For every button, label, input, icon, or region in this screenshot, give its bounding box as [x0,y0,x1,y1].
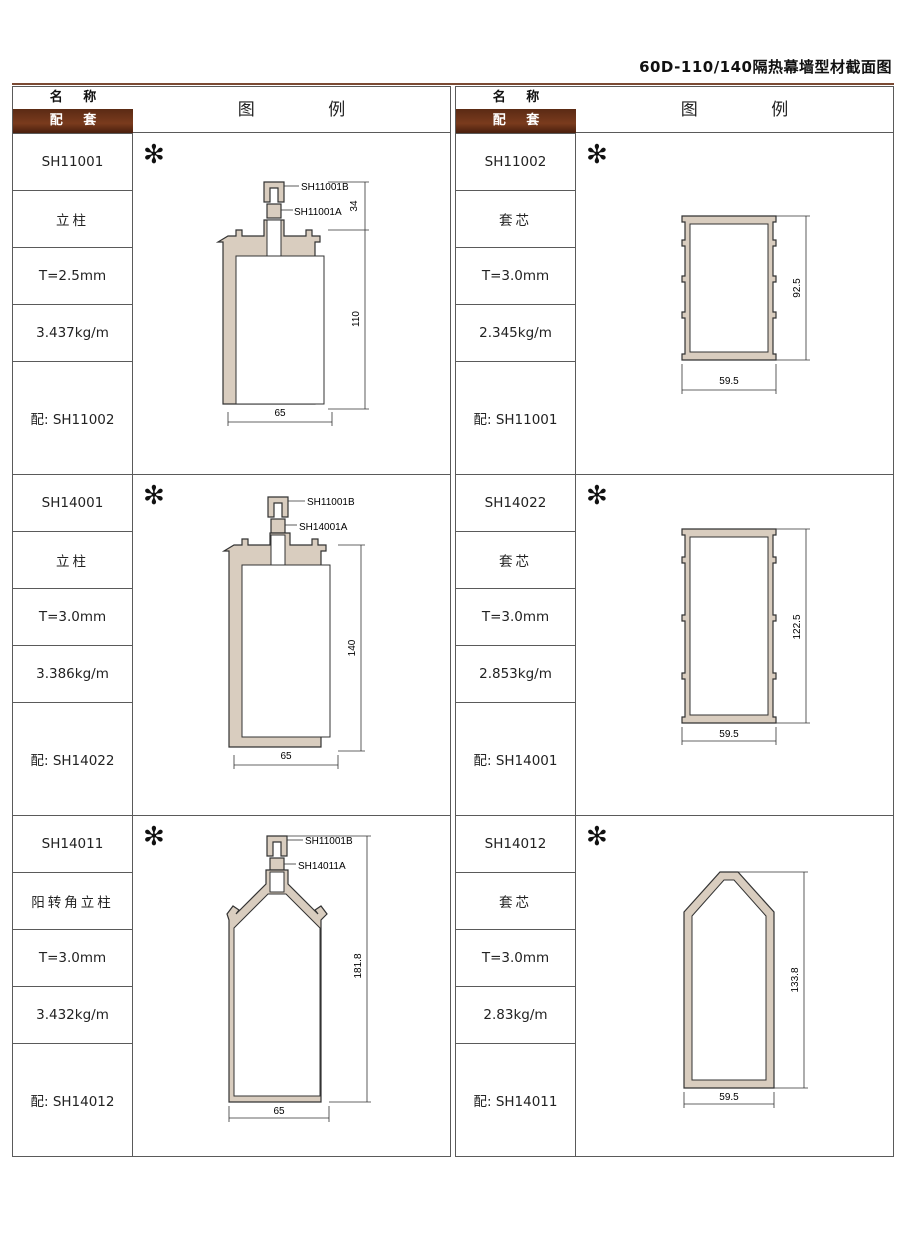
profile-drawing-sh11001: ✻ SH11001B SH11 [133,134,450,474]
thickness-cell: T=3.0mm [456,588,575,645]
left-panel: 名 称 配 套 SH11001 立柱 T=2.5mm 3.437kg/m 配: … [12,86,451,1157]
profile-drawing-sh11002: ✻ 92.5 59.5 [576,134,893,474]
dim-width-label: 59.5 [719,1092,739,1103]
weight-cell: 3.386kg/m [13,645,132,702]
profile-drawing-sh14012: ✻ 133.8 59.5 [576,816,893,1156]
thickness-cell: T=3.0mm [456,929,575,986]
thickness-cell: T=3.0mm [13,588,132,645]
profile-drawing-sh14011: ✻ SH11001B SH14011A 181.8 65 [133,816,450,1156]
asterisk-icon: ✻ [586,481,608,511]
name-label: 名 称 [456,87,576,109]
part-label: SH11001B [305,836,353,847]
group-divider [133,474,450,475]
profile-svg: SH11001B SH14011A 181.8 65 [226,835,371,1122]
right-panel: 名 称 配 套 SH11002 套芯 T=3.0mm 2.345kg/m 配: … [455,86,894,1157]
code-cell: SH11001 [13,133,132,190]
dim-width-label: 65 [274,408,286,419]
weight-cell: 2.853kg/m [456,645,575,702]
part-label: SH11001B [307,497,355,508]
name-cell: 立柱 [13,190,132,247]
code-cell: SH11002 [456,133,575,190]
thickness-cell: T=3.0mm [13,929,132,986]
profile-drawing-sh14022: ✻ 122.5 59.5 [576,475,893,815]
dim-height-label: 110 [351,311,362,327]
asterisk-icon: ✻ [586,140,608,170]
part-label: SH14001A [299,522,348,533]
profile-svg: 122.5 59.5 [681,528,810,745]
code-cell: SH14001 [13,474,132,531]
profile-svg: 133.8 59.5 [683,871,808,1108]
match-cell: 配: SH11002 [13,361,132,474]
part-label: SH11001A [294,207,342,218]
dim-height-label: 133.8 [790,967,801,992]
weight-cell: 3.437kg/m [13,304,132,361]
dim-height-label: 140 [347,639,358,656]
weight-cell: 2.83kg/m [456,986,575,1043]
code-cell: SH14012 [456,815,575,872]
match-label: 配 套 [13,109,133,133]
dim-width-label: 65 [273,1106,285,1117]
dim-top-label: 34 [349,200,360,212]
group-divider [576,815,893,816]
profile-svg: SH11001B SH11001A 34 110 65 [215,181,369,426]
asterisk-icon: ✻ [586,822,608,852]
name-cell: 套芯 [456,190,575,247]
thickness-cell: T=3.0mm [456,247,575,304]
dim-width-label: 59.5 [719,729,739,740]
top-rule [12,83,894,85]
name-header: 名 称 配 套 [13,87,133,133]
name-cell: 套芯 [456,872,575,929]
match-label: 配 套 [456,109,576,133]
asterisk-icon: ✻ [143,822,165,852]
dim-height-label: 92.5 [792,278,803,298]
weight-cell: 2.345kg/m [456,304,575,361]
code-cell: SH14022 [456,474,575,531]
legend-header: 图 例 [576,87,893,133]
match-cell: 配: SH14011 [456,1043,575,1156]
part-label: SH14011A [298,861,346,872]
group-divider [576,474,893,475]
match-cell: 配: SH14012 [13,1043,132,1156]
part-label: SH11001B [301,182,349,193]
dim-height-label: 181.8 [353,953,364,978]
profile-drawing-sh14001: ✻ SH11001B SH14001A 140 65 [133,475,450,815]
profile-svg: SH11001B SH14001A 140 65 [221,496,365,769]
match-cell: 配: SH14022 [13,702,132,815]
page-title: 60D-110/140隔热幕墙型材截面图 [639,58,892,76]
name-header: 名 称 配 套 [456,87,576,133]
profile-svg: 92.5 59.5 [681,215,810,394]
name-cell: 阳转角立柱 [13,872,132,929]
name-cell: 套芯 [456,531,575,588]
weight-cell: 3.432kg/m [13,986,132,1043]
name-column: 名 称 配 套 SH11001 立柱 T=2.5mm 3.437kg/m 配: … [13,87,133,1156]
asterisk-icon: ✻ [143,140,165,170]
dim-height-label: 122.5 [792,614,803,639]
match-cell: 配: SH11001 [456,361,575,474]
dim-width-label: 59.5 [719,376,739,387]
name-label: 名 称 [13,87,133,109]
match-cell: 配: SH14001 [456,702,575,815]
asterisk-icon: ✻ [143,481,165,511]
code-cell: SH14011 [13,815,132,872]
legend-header: 图 例 [133,87,450,133]
name-cell: 立柱 [13,531,132,588]
group-divider [133,815,450,816]
dim-width-label: 65 [280,751,292,762]
thickness-cell: T=2.5mm [13,247,132,304]
name-column: 名 称 配 套 SH11002 套芯 T=3.0mm 2.345kg/m 配: … [456,87,576,1156]
